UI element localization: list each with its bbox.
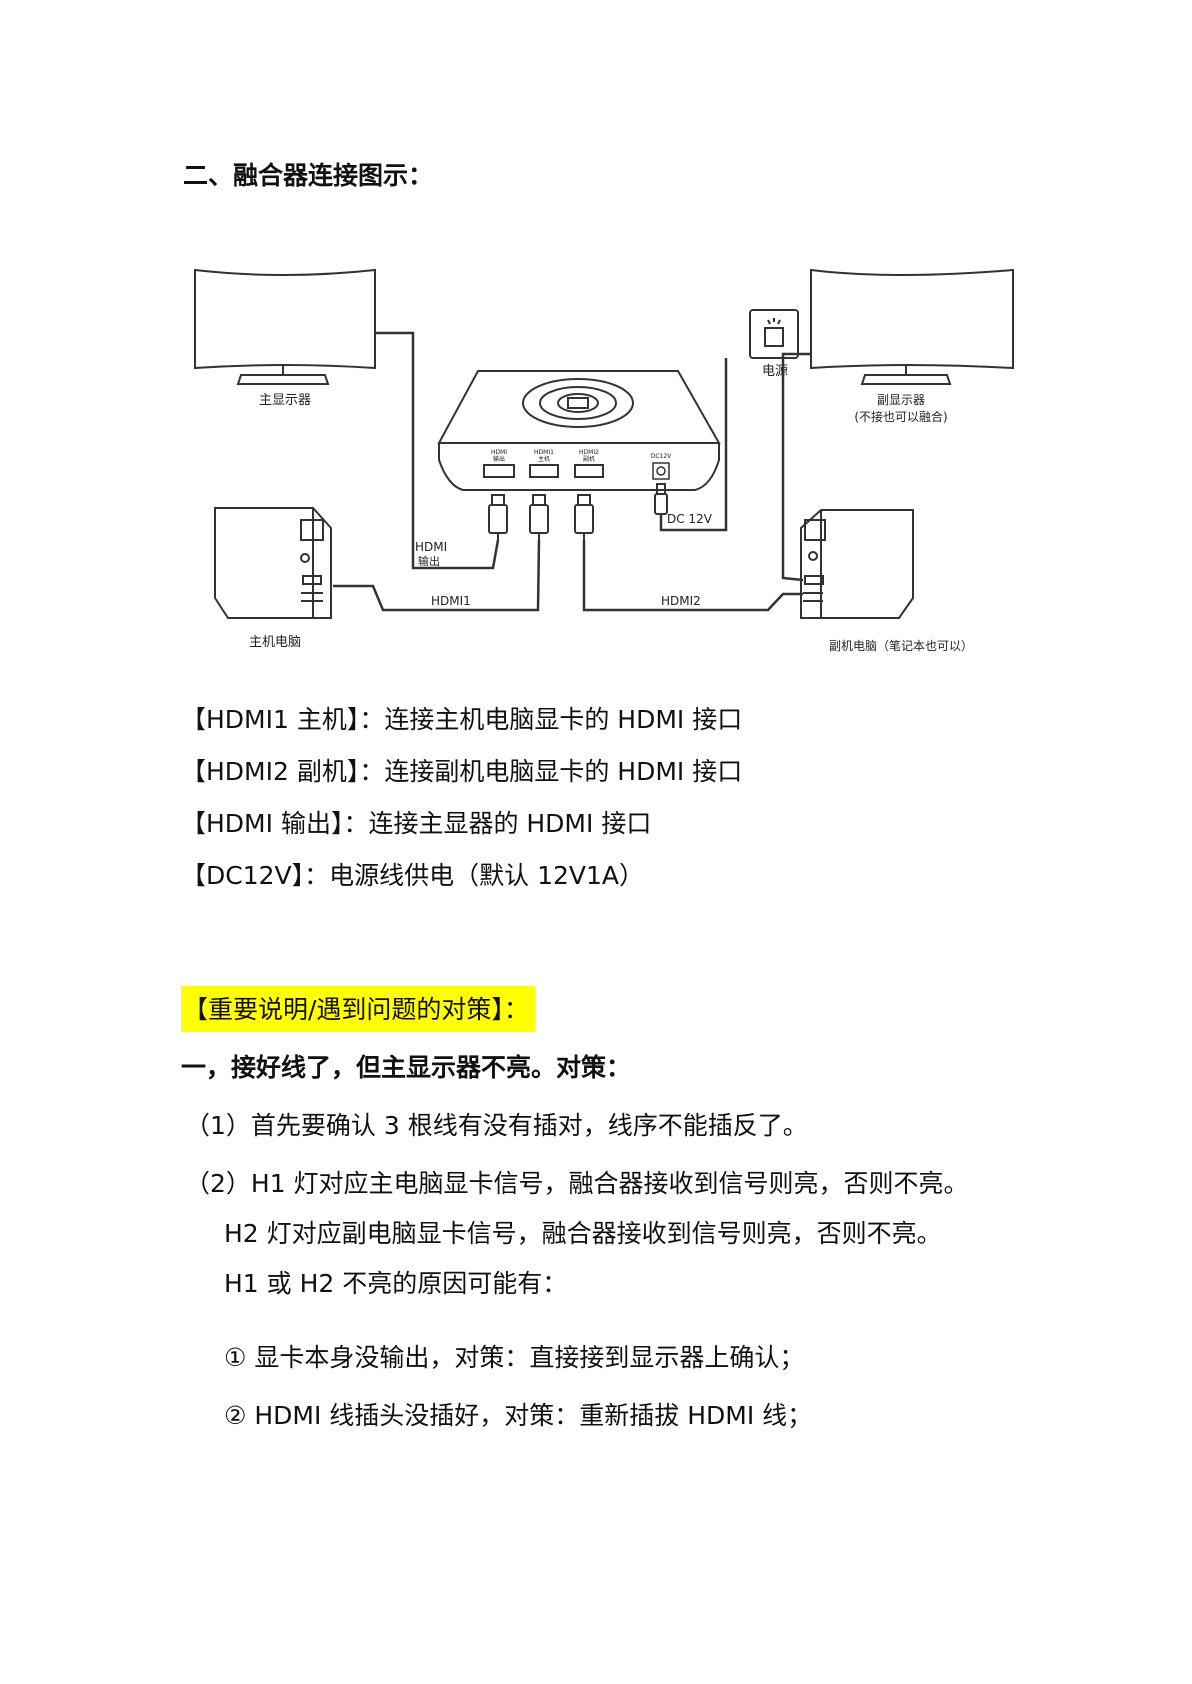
port-hdmi1-label: HDMI1 (534, 449, 554, 456)
connection-diagram: 主显示器 副显示器 (不接也可以融合) 电源 HDMI 输出 HDMI1 主机 … (194, 268, 1014, 653)
port-hdmi-out-label: HDMI (491, 449, 507, 456)
problem-1-cause-1: ① 显卡本身没输出，对策：直接接到显示器上确认； (224, 1343, 805, 1372)
spec-hdmi1: 【HDMI1 主机】：连接主机电脑显卡的 HDMI 接口 (181, 705, 743, 734)
cable-hdmi-out-sublabel: 输出 (418, 554, 440, 568)
main-monitor (194, 268, 376, 385)
power-label: 电源 (762, 364, 788, 379)
port-dc-label: DC12V (651, 453, 672, 460)
hdmi-out-port (483, 464, 515, 478)
spec-hdmi-out: 【HDMI 输出】：连接主显器的 HDMI 接口 (181, 809, 652, 838)
spec-dc12v: 【DC12V】：电源线供电（默认 12V1A） (181, 861, 644, 890)
hdmi1-port (529, 464, 559, 478)
cable-hdmi-out-label: HDMI (415, 540, 447, 554)
port-hdmi2-label: HDMI2 (579, 449, 599, 456)
cable-hdmi2-label: HDMI2 (661, 594, 701, 608)
main-pc-label: 主机电脑 (249, 635, 301, 650)
main-pc-tower (214, 507, 332, 619)
port-hdmi2-sublabel: 副机 (583, 455, 595, 463)
port-hdmi1-sublabel: 主机 (538, 455, 550, 463)
problem-1-step-2-line-2: H2 灯对应副电脑显卡信号，融合器接收到信号则亮，否则不亮。 (224, 1219, 942, 1248)
section-title: 二、融合器连接图示： (183, 161, 434, 190)
spec-hdmi2: 【HDMI2 副机】：连接副机电脑显卡的 HDMI 接口 (181, 757, 743, 786)
cable-dc-label: DC 12V (667, 512, 713, 526)
sub-monitor-note: (不接也可以融合) (854, 409, 947, 424)
sub-monitor-label: 副显示器 (877, 393, 925, 407)
important-heading: 【重要说明/遇到问题的对策】： (181, 986, 535, 1032)
cable-hdmi1-label: HDMI1 (431, 594, 471, 608)
problem-1-cause-2: ② HDMI 线插头没插好，对策：重新插拔 HDMI 线； (224, 1401, 813, 1430)
sub-pc-label: 副机电脑（笔记本也可以） (829, 638, 973, 653)
hdmi2-port (574, 464, 604, 478)
problem-1-step-2-line-3: H1 或 H2 不亮的原因可能有： (224, 1269, 568, 1298)
sub-monitor (810, 268, 1014, 385)
problem-1-title: 一，接好线了，但主显示器不亮。对策： (181, 1053, 632, 1082)
port-hdmi-out-sublabel: 输出 (493, 455, 505, 463)
problem-1-step-2-line-1: （2）H1 灯对应主电脑显卡信号，融合器接收到信号则亮，否则不亮。 (185, 1169, 969, 1198)
power-socket (749, 309, 799, 359)
main-monitor-label: 主显示器 (259, 393, 311, 408)
cables (333, 331, 811, 612)
problem-1-step-1: （1）首先要确认 3 根线有没有插对，线序不能插反了。 (185, 1111, 808, 1140)
sub-pc-tower (800, 509, 914, 619)
fan-icon (522, 378, 634, 428)
dc-port (652, 462, 670, 480)
fusion-box (437, 370, 721, 491)
hdmi-plugs (488, 483, 668, 540)
